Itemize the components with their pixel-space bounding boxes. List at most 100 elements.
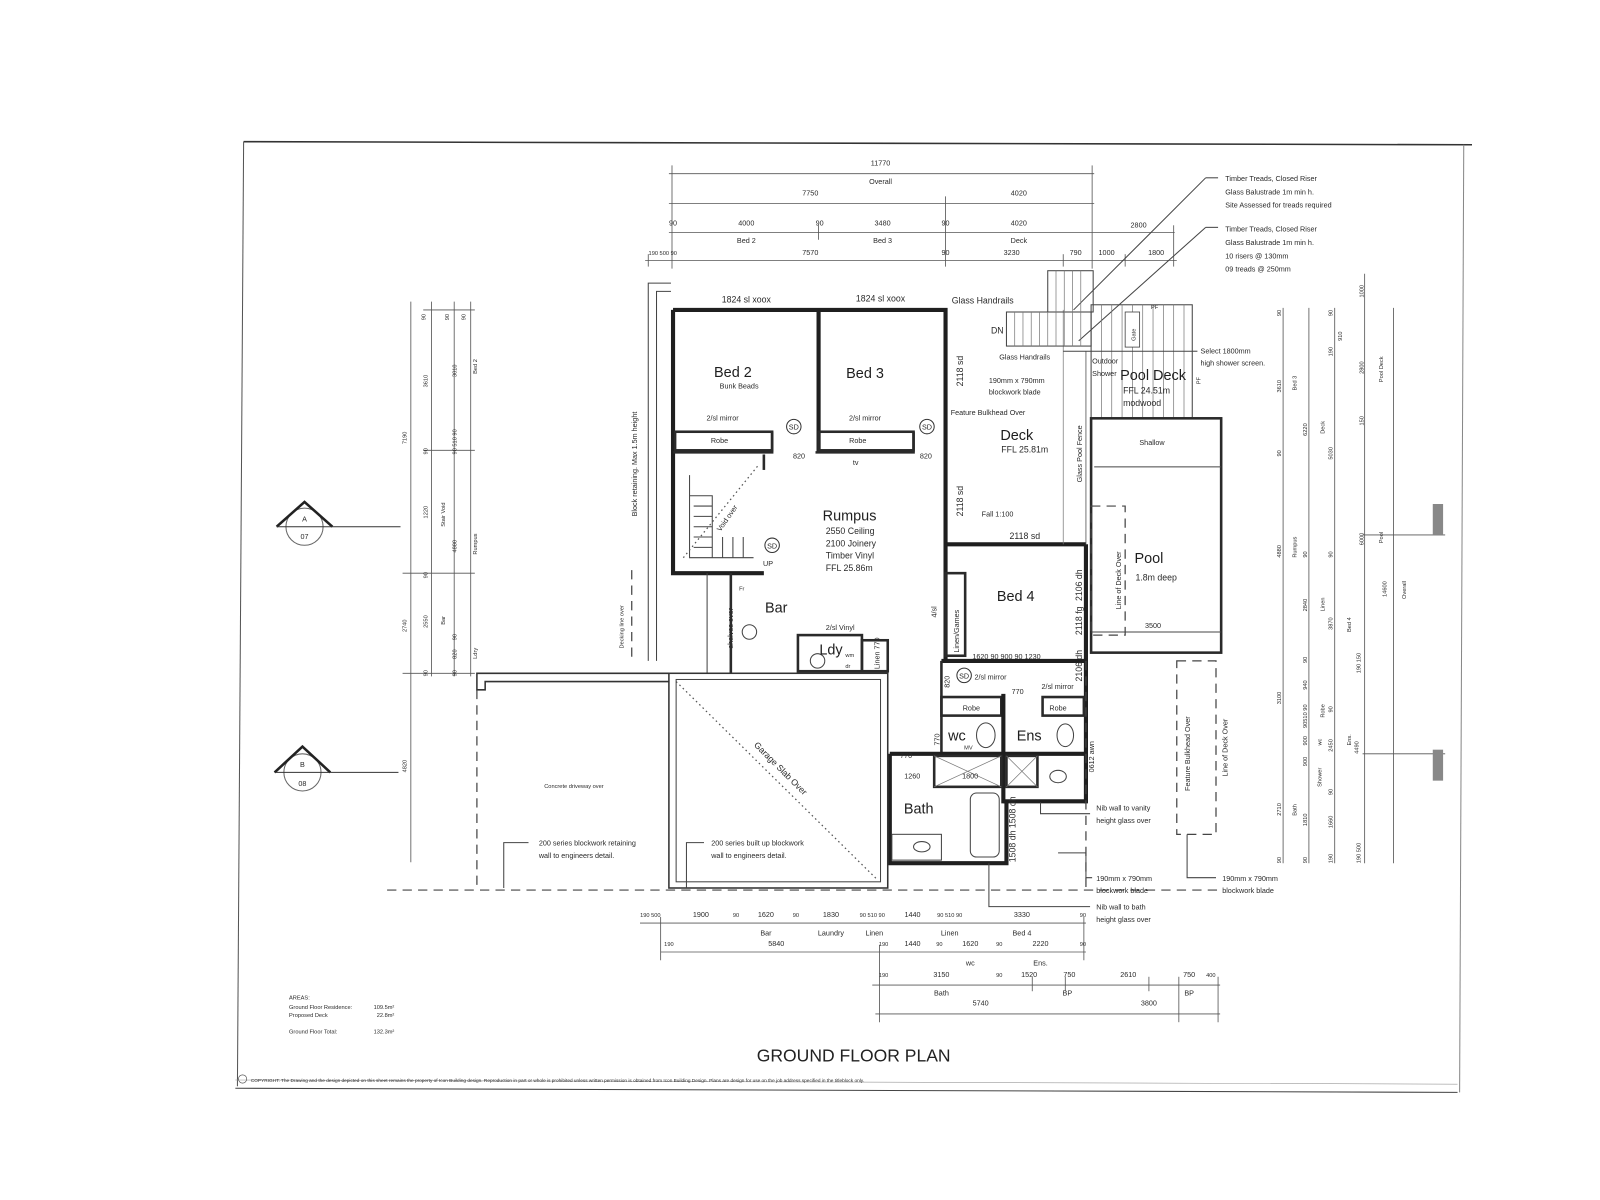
- rumpus-note: FFL 25.86m: [826, 563, 873, 573]
- stair-down-label: DN: [991, 326, 1004, 336]
- mirror-label: 2/sl mirror: [707, 413, 740, 422]
- area-value: 109.5m²: [374, 1005, 395, 1011]
- dim: 90: [1329, 551, 1335, 557]
- dim: 3800: [1141, 999, 1157, 1008]
- dim: 2800: [1131, 220, 1147, 229]
- nib-vanity-line: height glass over: [1096, 816, 1151, 825]
- dim: 400: [1206, 973, 1215, 979]
- dim: 190: [1329, 854, 1335, 863]
- dim: 90: [1277, 857, 1283, 863]
- dim: 90: [1080, 913, 1086, 919]
- dim-label: Bed 3: [1293, 376, 1299, 391]
- pool-fence-label: PF: [1197, 376, 1203, 384]
- room-pool-deck: Pool Deck: [1120, 368, 1187, 384]
- section-marker-a: A 07: [275, 500, 401, 546]
- dim-label: Stair Void: [441, 502, 447, 526]
- garage: Garage Slab Over Concrete driveway over …: [387, 672, 1219, 891]
- dim: 90: [942, 248, 950, 257]
- dim-label: Linen: [1320, 598, 1326, 612]
- pool-deck: [1063, 304, 1193, 419]
- dim: 5030: [1329, 447, 1335, 460]
- dim: 90: [423, 670, 429, 676]
- outdoor-shower-line: Shower: [1092, 369, 1117, 378]
- dim: 2710: [1277, 803, 1283, 816]
- blade-note-line: 190mm x 790mm: [989, 376, 1045, 385]
- dim: 150: [1360, 416, 1366, 425]
- dim-label: Bed 4: [1347, 617, 1353, 632]
- dim: 90: [733, 913, 739, 919]
- dim: 190 500: [640, 913, 660, 919]
- pool-depth: 1.8m deep: [1135, 572, 1177, 582]
- dim-label: Linen: [865, 928, 883, 937]
- fall-label: Fall 1:100: [982, 509, 1014, 518]
- dim: 90: [462, 314, 468, 320]
- deck-ffl: FFL 25.81m: [1001, 444, 1048, 454]
- dim: 90: [445, 314, 451, 320]
- dim: 14600: [1382, 581, 1388, 597]
- dim-label: Ens.: [1033, 958, 1047, 967]
- section-sheet: 08: [298, 779, 306, 788]
- garage-slab-label: Garage Slab Over: [752, 740, 809, 797]
- dim: 2740: [403, 619, 409, 632]
- shower-dim: 1260: [904, 772, 920, 781]
- room-rumpus: Rumpus: [823, 509, 877, 525]
- pool-deck-note: modwood: [1123, 398, 1161, 408]
- dim-label: Ens.: [1347, 734, 1353, 746]
- glass-handrails-label: Glass Handrails: [952, 296, 1014, 306]
- dim-label: Bed 2: [473, 359, 479, 374]
- svg-text:SD: SD: [959, 671, 969, 680]
- dim: 790: [1070, 248, 1082, 257]
- svg-text:SD: SD: [767, 541, 777, 550]
- dim: 1660: [1329, 816, 1335, 829]
- door-label: 2/sl Vinyl: [826, 623, 855, 632]
- dim: 190: [664, 942, 673, 948]
- dim: 90: [942, 218, 950, 227]
- dim: 4020: [1011, 218, 1027, 227]
- feature-bulkhead-label: Feature Bulkhead Over: [951, 408, 1026, 417]
- stair-note-2-line: 09 treads @ 250mm: [1225, 265, 1291, 274]
- room-bed2-note: Bunk Beads: [720, 381, 759, 390]
- dim: 90: [1303, 857, 1309, 863]
- dim: 3100: [1277, 692, 1283, 705]
- dim: 3230: [1004, 248, 1020, 257]
- smoke-detector-icon: SD: [919, 418, 935, 435]
- dim: 1620: [962, 939, 978, 948]
- dim: 90: [1303, 657, 1309, 663]
- door-label: 2118 sd: [955, 486, 965, 517]
- room-pool: Pool: [1134, 551, 1163, 567]
- dim: 3610: [423, 375, 429, 388]
- window-label: 1824 sl xoox: [722, 295, 772, 305]
- pool-width: 3500: [1145, 621, 1161, 630]
- door-width: 770: [900, 751, 912, 760]
- dim: 3150: [933, 970, 949, 979]
- room-bar: Bar: [765, 600, 788, 616]
- washing-machine-label: wm: [844, 653, 854, 659]
- dim-label: Bed 3: [873, 236, 892, 245]
- mirror-label: 2/sl mirror: [1042, 682, 1075, 691]
- dim: 90: [1329, 789, 1335, 795]
- dim: 90: [1080, 942, 1086, 948]
- areas-heading: AREAS:: [289, 995, 310, 1001]
- room-laundry: Ldy: [819, 643, 843, 659]
- dim-overall-label: Overall: [869, 177, 892, 186]
- dim: 1830: [823, 910, 839, 919]
- dim: 90: [423, 448, 429, 454]
- dim: 1000: [1099, 248, 1115, 257]
- dim: 3610: [1277, 380, 1283, 393]
- dim: 1520: [1021, 970, 1037, 979]
- dim: 3330: [1014, 910, 1030, 919]
- pool-deck-note: FFL 24.51m: [1123, 386, 1170, 396]
- dim: 190 500: [1357, 843, 1363, 863]
- nib-vanity-line: Nib wall to vanity: [1096, 804, 1151, 813]
- window-label: 1824 sl xoox: [856, 294, 906, 304]
- dim-label: Bath: [934, 988, 949, 997]
- dim-label: Deck: [1320, 421, 1326, 434]
- nib-bath-line: height glass over: [1096, 915, 1151, 924]
- glass-handrails-label: Glass Handrails: [999, 352, 1050, 361]
- dim-label: Ldry: [473, 648, 479, 659]
- dim: 90: [452, 634, 458, 640]
- dim: 190 150: [1357, 653, 1363, 673]
- dim-label: Deck: [1011, 236, 1028, 245]
- blade-note-line: blockwork blade: [1222, 886, 1274, 895]
- section-marker-b: B 08: [273, 744, 399, 792]
